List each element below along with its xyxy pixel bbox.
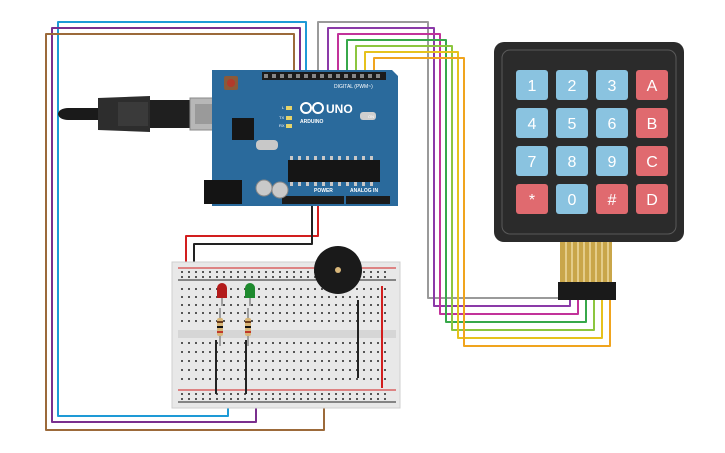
led-green — [245, 283, 255, 306]
digital-header-label: DIGITAL (PWM~) — [334, 84, 373, 90]
keypad-key[interactable]: 3 — [596, 70, 628, 100]
keypad-key[interactable]: 8 — [556, 146, 588, 176]
keypad-key-label: 4 — [528, 116, 537, 133]
digital-pin — [280, 74, 284, 78]
digital-pin — [352, 74, 356, 78]
capacitor-2 — [271, 181, 289, 199]
keypad-key-label: # — [608, 192, 617, 209]
resistor-2 — [245, 308, 251, 346]
keypad-key[interactable]: D — [636, 184, 668, 214]
led-red — [217, 283, 227, 306]
keypad-key[interactable]: * — [516, 184, 548, 214]
ground-wire-black — [193, 206, 313, 272]
infinity-logo-icon — [300, 102, 324, 114]
keypad-key[interactable]: 0 — [556, 184, 588, 214]
keypad-wire-orange — [373, 57, 611, 347]
atmega-chip — [288, 160, 380, 182]
model-label: UNO — [326, 102, 353, 116]
keypad-key[interactable]: A — [636, 70, 668, 100]
digital-pin — [344, 74, 348, 78]
keypad-wire-purple — [327, 27, 571, 307]
power-header-pins — [282, 196, 344, 204]
digital-pin — [264, 74, 268, 78]
digital-pin — [288, 74, 292, 78]
keypad-ribbon — [558, 242, 616, 300]
capacitor-1 — [255, 179, 273, 197]
digital-pin — [296, 74, 300, 78]
keypad-wire-magenta — [337, 33, 579, 315]
led-rx-label: RX — [279, 123, 285, 128]
keypad-key-label: B — [647, 116, 658, 133]
keypad-key[interactable]: C — [636, 146, 668, 176]
digital-pin — [304, 74, 308, 78]
digital-pin — [360, 74, 364, 78]
keypad-key-label: 1 — [528, 78, 537, 95]
analog-header-pins — [346, 196, 390, 204]
keypad-key[interactable]: 6 — [596, 108, 628, 138]
keypad-connector — [558, 282, 616, 300]
resistor-1 — [217, 308, 223, 346]
keypad-key[interactable]: 7 — [516, 146, 548, 176]
keypad-wire-lightgreen — [355, 45, 595, 331]
digital-pin — [312, 74, 316, 78]
analog-header-label: ANALOG IN — [350, 188, 378, 194]
keypad-key-label: D — [646, 192, 658, 209]
keypad-key[interactable]: 1 — [516, 70, 548, 100]
keypad-key[interactable]: # — [596, 184, 628, 214]
keypad-key-label: 2 — [568, 78, 577, 95]
digital-pin — [368, 74, 372, 78]
digital-pin — [320, 74, 324, 78]
digital-pin — [336, 74, 340, 78]
keypad-key[interactable]: 9 — [596, 146, 628, 176]
keypad-key-label: 9 — [608, 154, 617, 171]
breadboard — [171, 261, 401, 409]
keypad-key[interactable]: 4 — [516, 108, 548, 138]
center-gap — [178, 330, 396, 338]
usb-cable-icon — [58, 96, 221, 132]
keypad-key-label: 8 — [568, 154, 577, 171]
arduino-board: UNO ARDUINO DIGITAL (PWM~) POWER ANALOG … — [204, 70, 398, 206]
keypad-key[interactable]: B — [636, 108, 668, 138]
keypad-key-label: 0 — [568, 192, 577, 209]
keypad-key[interactable]: 5 — [556, 108, 588, 138]
keypad-key-label: 7 — [528, 154, 537, 171]
brand-label: ARDUINO — [300, 119, 323, 125]
keypad-4x4: 1 2 3 A 4 5 6 B 7 8 9 C * 0 # D — [494, 42, 684, 300]
wires-layer — [45, 21, 611, 431]
keypad-key-label: 6 — [608, 116, 617, 133]
buzzer-wire-brown — [45, 33, 325, 431]
keypad-wire-yellow — [364, 51, 603, 339]
led-tx-label: TX — [279, 115, 284, 120]
keypad-key-label: C — [646, 154, 658, 171]
keypad-key-label: * — [529, 192, 535, 209]
power-jack — [204, 180, 242, 204]
power-wire-red — [185, 206, 319, 268]
digital-pin — [272, 74, 276, 78]
keypad-key[interactable]: 2 — [556, 70, 588, 100]
keypad-key-label: 5 — [568, 116, 577, 133]
piezo-buzzer — [314, 246, 362, 294]
digital-pin — [328, 74, 332, 78]
keypad-wire-green — [346, 39, 587, 323]
keypad-key-label: 3 — [608, 78, 617, 95]
power-header-label: POWER — [314, 188, 333, 194]
on-label: ON — [368, 114, 374, 119]
digital-pin — [376, 74, 380, 78]
led-l-label: L — [282, 105, 285, 110]
keypad-key-label: A — [647, 78, 658, 95]
